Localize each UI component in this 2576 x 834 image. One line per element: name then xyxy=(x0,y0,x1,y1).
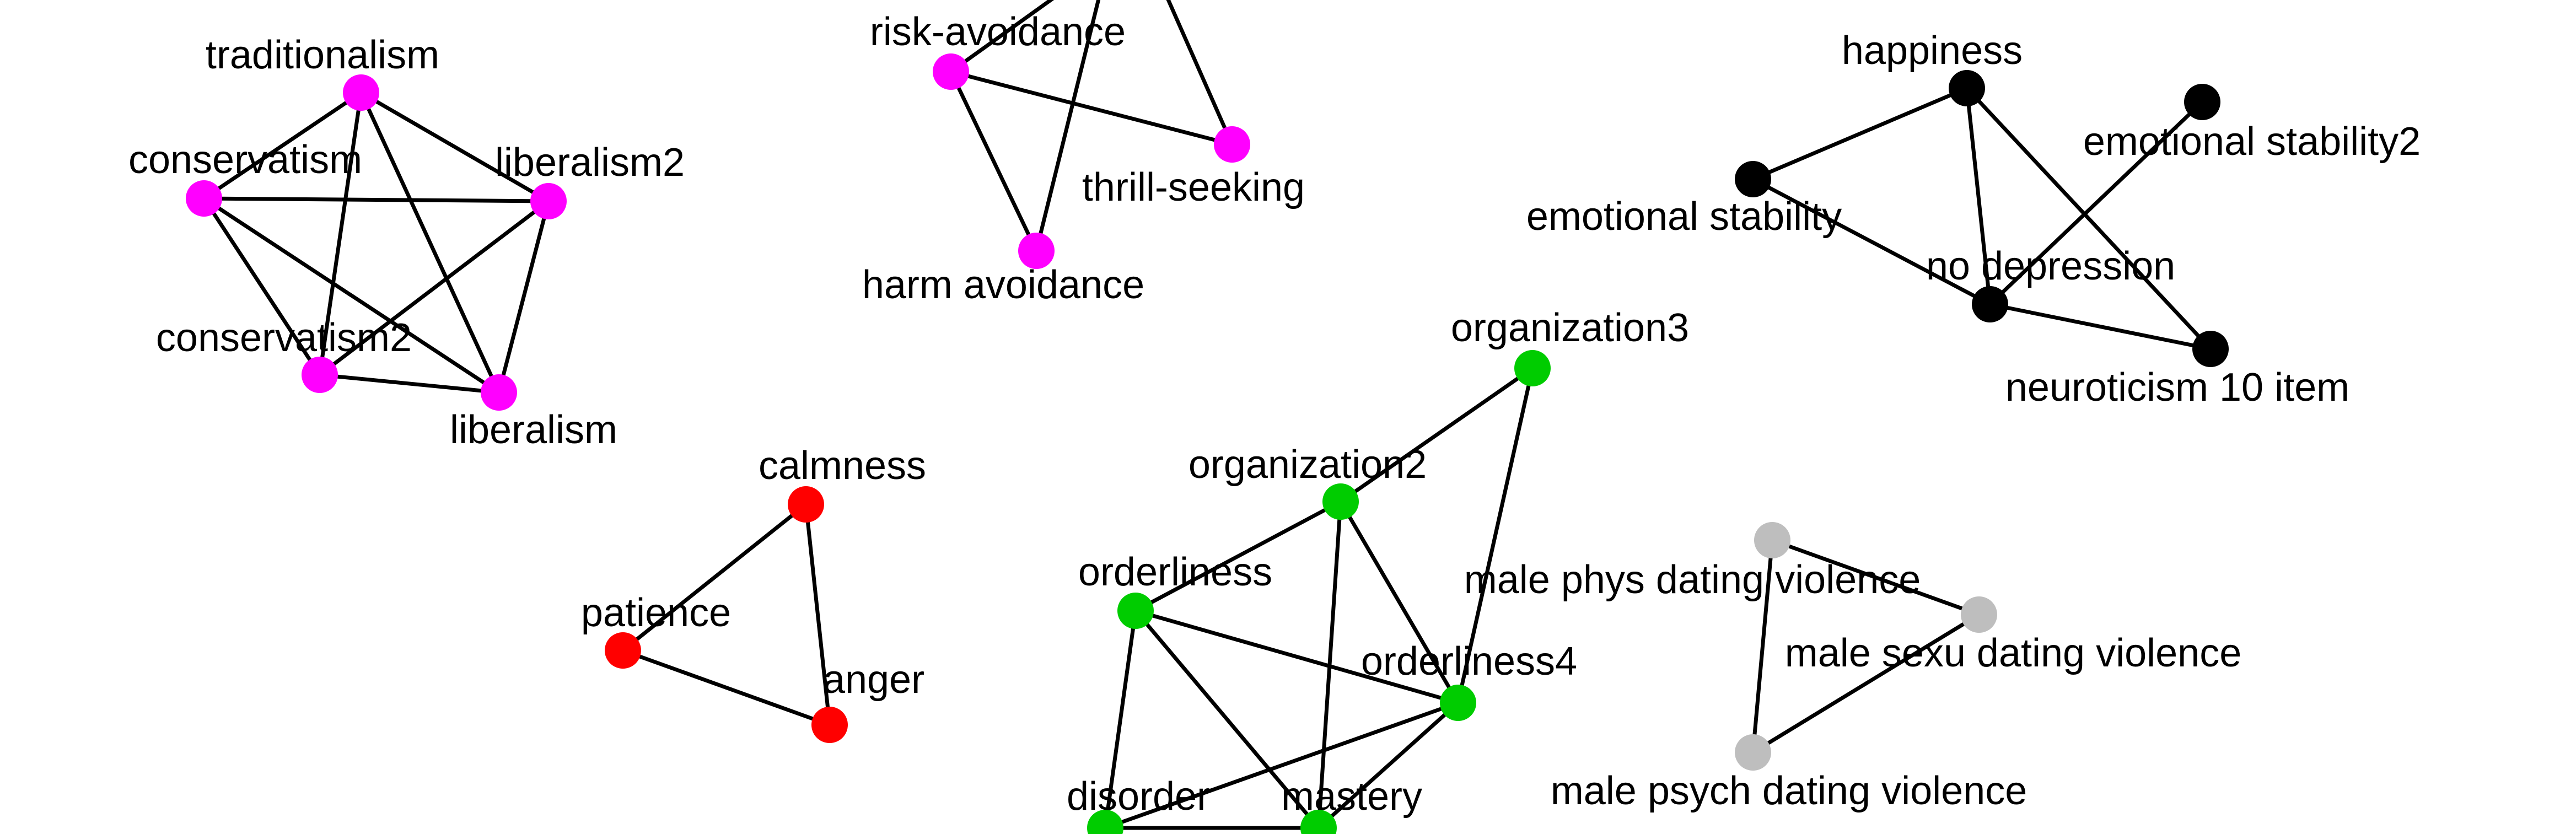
graph-edge-orderliness--orderliness4 xyxy=(1133,609,1460,705)
node-label-male-phys-dating-violence: male phys dating violence xyxy=(1464,558,1921,602)
node-label-conservatism2: conservatism2 xyxy=(156,316,412,360)
graph-edge-happiness--neuroticism-10-item xyxy=(1965,86,2213,351)
graph-edge-liberalism2--conservatism2 xyxy=(318,199,551,377)
graph-edge-no-depression--neuroticism-10-item xyxy=(1988,302,2213,351)
node-label-organization3: organization3 xyxy=(1451,306,1689,350)
node-label-organization2: organization2 xyxy=(1188,443,1427,487)
node-label-orderliness4: orderliness4 xyxy=(1361,639,1577,684)
graph-edge-organization2--orderliness xyxy=(1133,499,1343,613)
graph-edge-risk-avoidance--thrill-seeking xyxy=(949,69,1234,147)
node-label-neuroticism-10-item: neuroticism 10 item xyxy=(2005,365,2349,410)
node-label-disorder: disorder xyxy=(1067,774,1210,819)
graph-node-neuroticism-10-item xyxy=(2192,331,2229,367)
node-label-emotional-stability2: emotional stability2 xyxy=(2083,120,2421,164)
node-label-mastery: mastery xyxy=(1281,774,1422,819)
graph-node-liberalism xyxy=(481,374,517,411)
graph-edge-conservatism--conservatism2 xyxy=(202,196,322,377)
node-label-harm-avoidance: harm avoidance xyxy=(862,263,1144,307)
node-label-liberalism2: liberalism2 xyxy=(495,141,685,185)
graph-edge-male-sexu-dating-violence--male-psych-dating-violence xyxy=(1751,612,1981,755)
graph-node-harm-avoidance xyxy=(1018,233,1055,269)
graph-node-male-psych-dating-violence xyxy=(1735,734,1771,771)
graph-edge-emotional-stability2--no-depression xyxy=(1988,100,2204,306)
graph-node-emotional-stability2 xyxy=(2184,84,2220,120)
graph-node-patience xyxy=(605,632,641,669)
graph-node-calmness xyxy=(788,486,824,523)
node-label-male-psych-dating-violence: male psych dating violence xyxy=(1551,769,2028,813)
node-label-thrill-seeking: thrill-seeking xyxy=(1082,165,1305,209)
graph-edge-conservatism--liberalism xyxy=(202,196,501,395)
graph-node-risk-avoidance xyxy=(933,53,969,90)
graph-edge-conservatism--liberalism2 xyxy=(202,196,551,203)
graph-edge xyxy=(1166,0,1234,147)
labels-layer: traditionalism conservatism liberalism2 con… xyxy=(128,10,2421,819)
graph-node-anger xyxy=(811,707,848,743)
node-label-calmness: calmness xyxy=(759,444,926,488)
node-label-happiness: happiness xyxy=(1842,29,2023,73)
graph-edge-male-phys-dating-violence--male-sexu-dating-violence xyxy=(1770,538,1981,617)
graph-node-organization3 xyxy=(1514,350,1551,386)
node-label-traditionalism: traditionalism xyxy=(206,33,439,77)
graph-edge-conservatism2--liberalism xyxy=(318,373,501,395)
graph-node-orderliness xyxy=(1117,593,1154,629)
graph-edge-liberalism2--liberalism xyxy=(497,199,551,395)
graph-edge-traditionalism--liberalism2 xyxy=(359,90,551,203)
graph-node-male-sexu-dating-violence xyxy=(1961,596,1997,633)
graph-edge-orderliness4--mastery xyxy=(1316,701,1460,830)
graph-node-orderliness4 xyxy=(1440,685,1476,721)
graph-node-no-depression xyxy=(1972,286,2008,322)
node-label-no-depression: no depression xyxy=(1926,244,2175,288)
graph-node-organization2 xyxy=(1322,483,1359,520)
node-label-conservatism: conservatism xyxy=(128,138,362,182)
graph-edge-patience--anger xyxy=(621,648,832,727)
graph-node-emotional-stability xyxy=(1735,161,1771,197)
offscreen-edges xyxy=(949,0,1234,253)
graph-node-male-phys-dating-violence xyxy=(1754,522,1790,558)
graph-edge-organization2--orderliness4 xyxy=(1338,499,1460,705)
edges-layer xyxy=(202,69,2213,830)
graph-node-liberalism2 xyxy=(530,183,567,219)
node-label-patience: patience xyxy=(581,591,731,635)
graph-edge-organization3--organization2 xyxy=(1338,366,1535,504)
graph-edge-happiness--no-depression xyxy=(1965,86,1992,306)
graph-node-mastery xyxy=(1300,810,1337,834)
node-label-male-sexu-dating-violence: male sexu dating violence xyxy=(1785,631,2242,675)
graph-edge-male-phys-dating-violence--male-psych-dating-violence xyxy=(1751,538,1774,755)
graph-edge-organization3--orderliness4 xyxy=(1456,366,1535,705)
graph-edge-orderliness--mastery xyxy=(1133,609,1321,830)
graph-node-conservatism xyxy=(186,180,222,217)
node-label-risk-avoidance: risk-avoidance xyxy=(870,10,1126,54)
node-label-anger: anger xyxy=(823,658,924,702)
graph-edge xyxy=(1034,0,1101,253)
graph-node-thrill-seeking xyxy=(1214,126,1250,163)
graph-edge xyxy=(949,0,1055,74)
graph-edge-happiness--emotional-stability xyxy=(1751,86,1969,181)
node-label-liberalism: liberalism xyxy=(450,408,617,452)
graph-edge-traditionalism--conservatism2 xyxy=(318,90,363,377)
graph-edge-emotional-stability--no-depression xyxy=(1751,177,1992,306)
graph-node-conservatism2 xyxy=(302,357,338,393)
graph-node-traditionalism xyxy=(343,74,379,111)
graph-edge-risk-avoidance--harm-avoidance xyxy=(949,69,1039,253)
node-label-orderliness: orderliness xyxy=(1078,550,1272,594)
graph-edge-traditionalism--conservatism xyxy=(202,90,363,201)
graph-edge-orderliness4--disorder xyxy=(1103,701,1460,830)
graph-edge-traditionalism--liberalism xyxy=(359,90,501,395)
graph-node-happiness xyxy=(1949,70,1985,106)
graph-edge-calmness--patience xyxy=(621,502,808,653)
graph-node-disorder xyxy=(1087,810,1123,834)
nodes-layer xyxy=(186,53,2229,834)
graph-edge-calmness--anger xyxy=(804,502,832,727)
graph-edge-orderliness--disorder xyxy=(1103,609,1138,830)
node-label-emotional-stability: emotional stability xyxy=(1526,195,1842,239)
